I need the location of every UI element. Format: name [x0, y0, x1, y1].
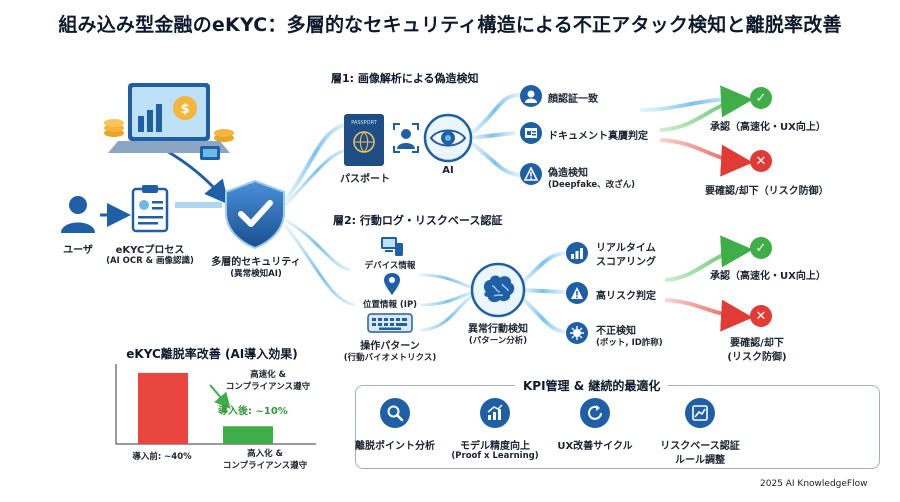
passport-icon: PASSPORT — [344, 114, 384, 166]
layer1-check-forgery-sub: (Deepfake、改ざん) — [548, 180, 636, 190]
page-title: 組み込み型金融のeKYC：多層的なセキュリティ構造による不正アタック検知と離脱率… — [58, 14, 842, 36]
ai-eye-icon — [423, 113, 473, 163]
trend-rule-icon — [685, 398, 715, 428]
layer2-check-scoring-2: スコアリング — [596, 257, 656, 268]
document-check-icon — [520, 122, 542, 144]
chart-after-value: 導入後: ~10% — [218, 406, 288, 417]
high-risk-warning-icon — [566, 282, 588, 304]
user-icon — [61, 196, 95, 233]
warning-icon — [520, 163, 542, 185]
chart-before-label: 導入前: ~40% — [132, 452, 192, 462]
kpi-step-ux: UX改善サイクル — [557, 441, 633, 452]
user-label: ユーザ — [63, 245, 93, 256]
ekyc-label: eKYCプロセス — [115, 245, 185, 256]
chart-title: eKYC離脱率改善 (AI導入効果) — [126, 347, 298, 361]
brain-icon — [470, 262, 526, 318]
layer2-check-scoring: リアルタイム — [596, 243, 656, 254]
layer2-approve: 承認（高速化・UX向上） — [710, 271, 826, 282]
refresh-cycle-icon — [580, 398, 610, 428]
layer2-reject: 要確認/却下 — [730, 338, 784, 349]
layer2-check-fraud-sub: (ボット, ID詐称) — [596, 338, 663, 348]
layer2-check-fraud: 不正検知 — [596, 326, 636, 337]
layer1-check-document: ドキュメント真贋判定 — [548, 131, 648, 142]
face-scan-icon — [393, 123, 419, 153]
layer2-input-operation: 操作パターン — [360, 341, 420, 352]
security-label: 多層的セキュリティ — [211, 257, 301, 268]
layer1-check-face: 顔認証一致 — [548, 94, 598, 105]
device-icon — [381, 237, 403, 256]
layer1-title: 層1: 画像解析による偽造検知 — [331, 72, 479, 85]
layer2-title: 層2: 行動ログ・リスクベース認証 — [333, 214, 503, 227]
kpi-step-model: モデル精度向上 — [460, 441, 530, 452]
location-pin-icon — [384, 273, 400, 295]
magnifier-icon — [380, 398, 410, 428]
layer2-input-operation-sub: (行動バイオメトリクス) — [343, 353, 437, 363]
ai-label: AI — [442, 165, 454, 176]
approve-check-icon-2: ✓ — [750, 237, 772, 259]
security-shield-icon — [225, 179, 285, 250]
layer2-input-device: デバイス情報 — [364, 261, 416, 271]
kpi-panel — [355, 385, 880, 469]
laptop-finance-illustration: $ — [104, 83, 234, 160]
bar-before — [138, 372, 188, 444]
chart-after-label: 高入化 & — [247, 449, 283, 459]
keyboard-icon — [367, 313, 413, 333]
layer1-check-forgery: 偽造検知 — [548, 168, 588, 179]
layer2-reject-sub: (リスク防御) — [727, 352, 787, 363]
bot-detect-icon — [566, 322, 588, 344]
kpi-step-analysis: 離脱ポイント分析 — [355, 441, 435, 452]
layer2-check-highrisk: 高リスク判定 — [596, 291, 656, 302]
growth-chart-icon — [480, 398, 510, 428]
passport-label: パスポート — [340, 174, 390, 185]
svg-text:PASSPORT: PASSPORT — [351, 120, 378, 126]
churn-bar-chart — [115, 364, 316, 445]
chart-annotation-top-2: コンプライアンス遵守 — [225, 382, 311, 392]
security-sublabel: (異常検知AI) — [230, 269, 282, 279]
kpi-title: KPI管理 & 継続的最適化 — [515, 377, 669, 394]
approve-check-icon: ✓ — [750, 87, 772, 109]
kpi-step-rule: リスクベース認証 — [660, 441, 740, 452]
face-match-icon — [520, 85, 542, 107]
chart-after-label-2: コンプライアンス遵守 — [222, 461, 308, 471]
kpi-step-model-sub: (Proof x Learning) — [451, 451, 539, 461]
ekyc-document-icon — [131, 185, 169, 233]
brain-sublabel: (パターン分析) — [468, 336, 528, 346]
footer-credit: 2025 AI KnowledgeFlow — [760, 479, 868, 489]
ekyc-sublabel: (AI OCR & 画像認識) — [106, 256, 194, 266]
chart-annotation-top: 高速化 & — [250, 370, 286, 380]
layer2-input-location: 位置情報 (IP) — [362, 300, 418, 310]
reject-x-icon-2: ✕ — [750, 305, 772, 327]
svg-text:$: $ — [180, 102, 189, 117]
layer1-approve: 承認（高速化・UX向上） — [710, 122, 826, 133]
brain-label: 異常行動検知 — [468, 324, 528, 335]
bar-after — [223, 426, 273, 444]
scoring-chart-icon — [566, 242, 588, 264]
layer1-reject: 要確認/却下（リスク防御） — [705, 186, 829, 197]
reject-x-icon: ✕ — [750, 150, 772, 172]
kpi-step-rule-sub: ルール調整 — [675, 455, 725, 466]
